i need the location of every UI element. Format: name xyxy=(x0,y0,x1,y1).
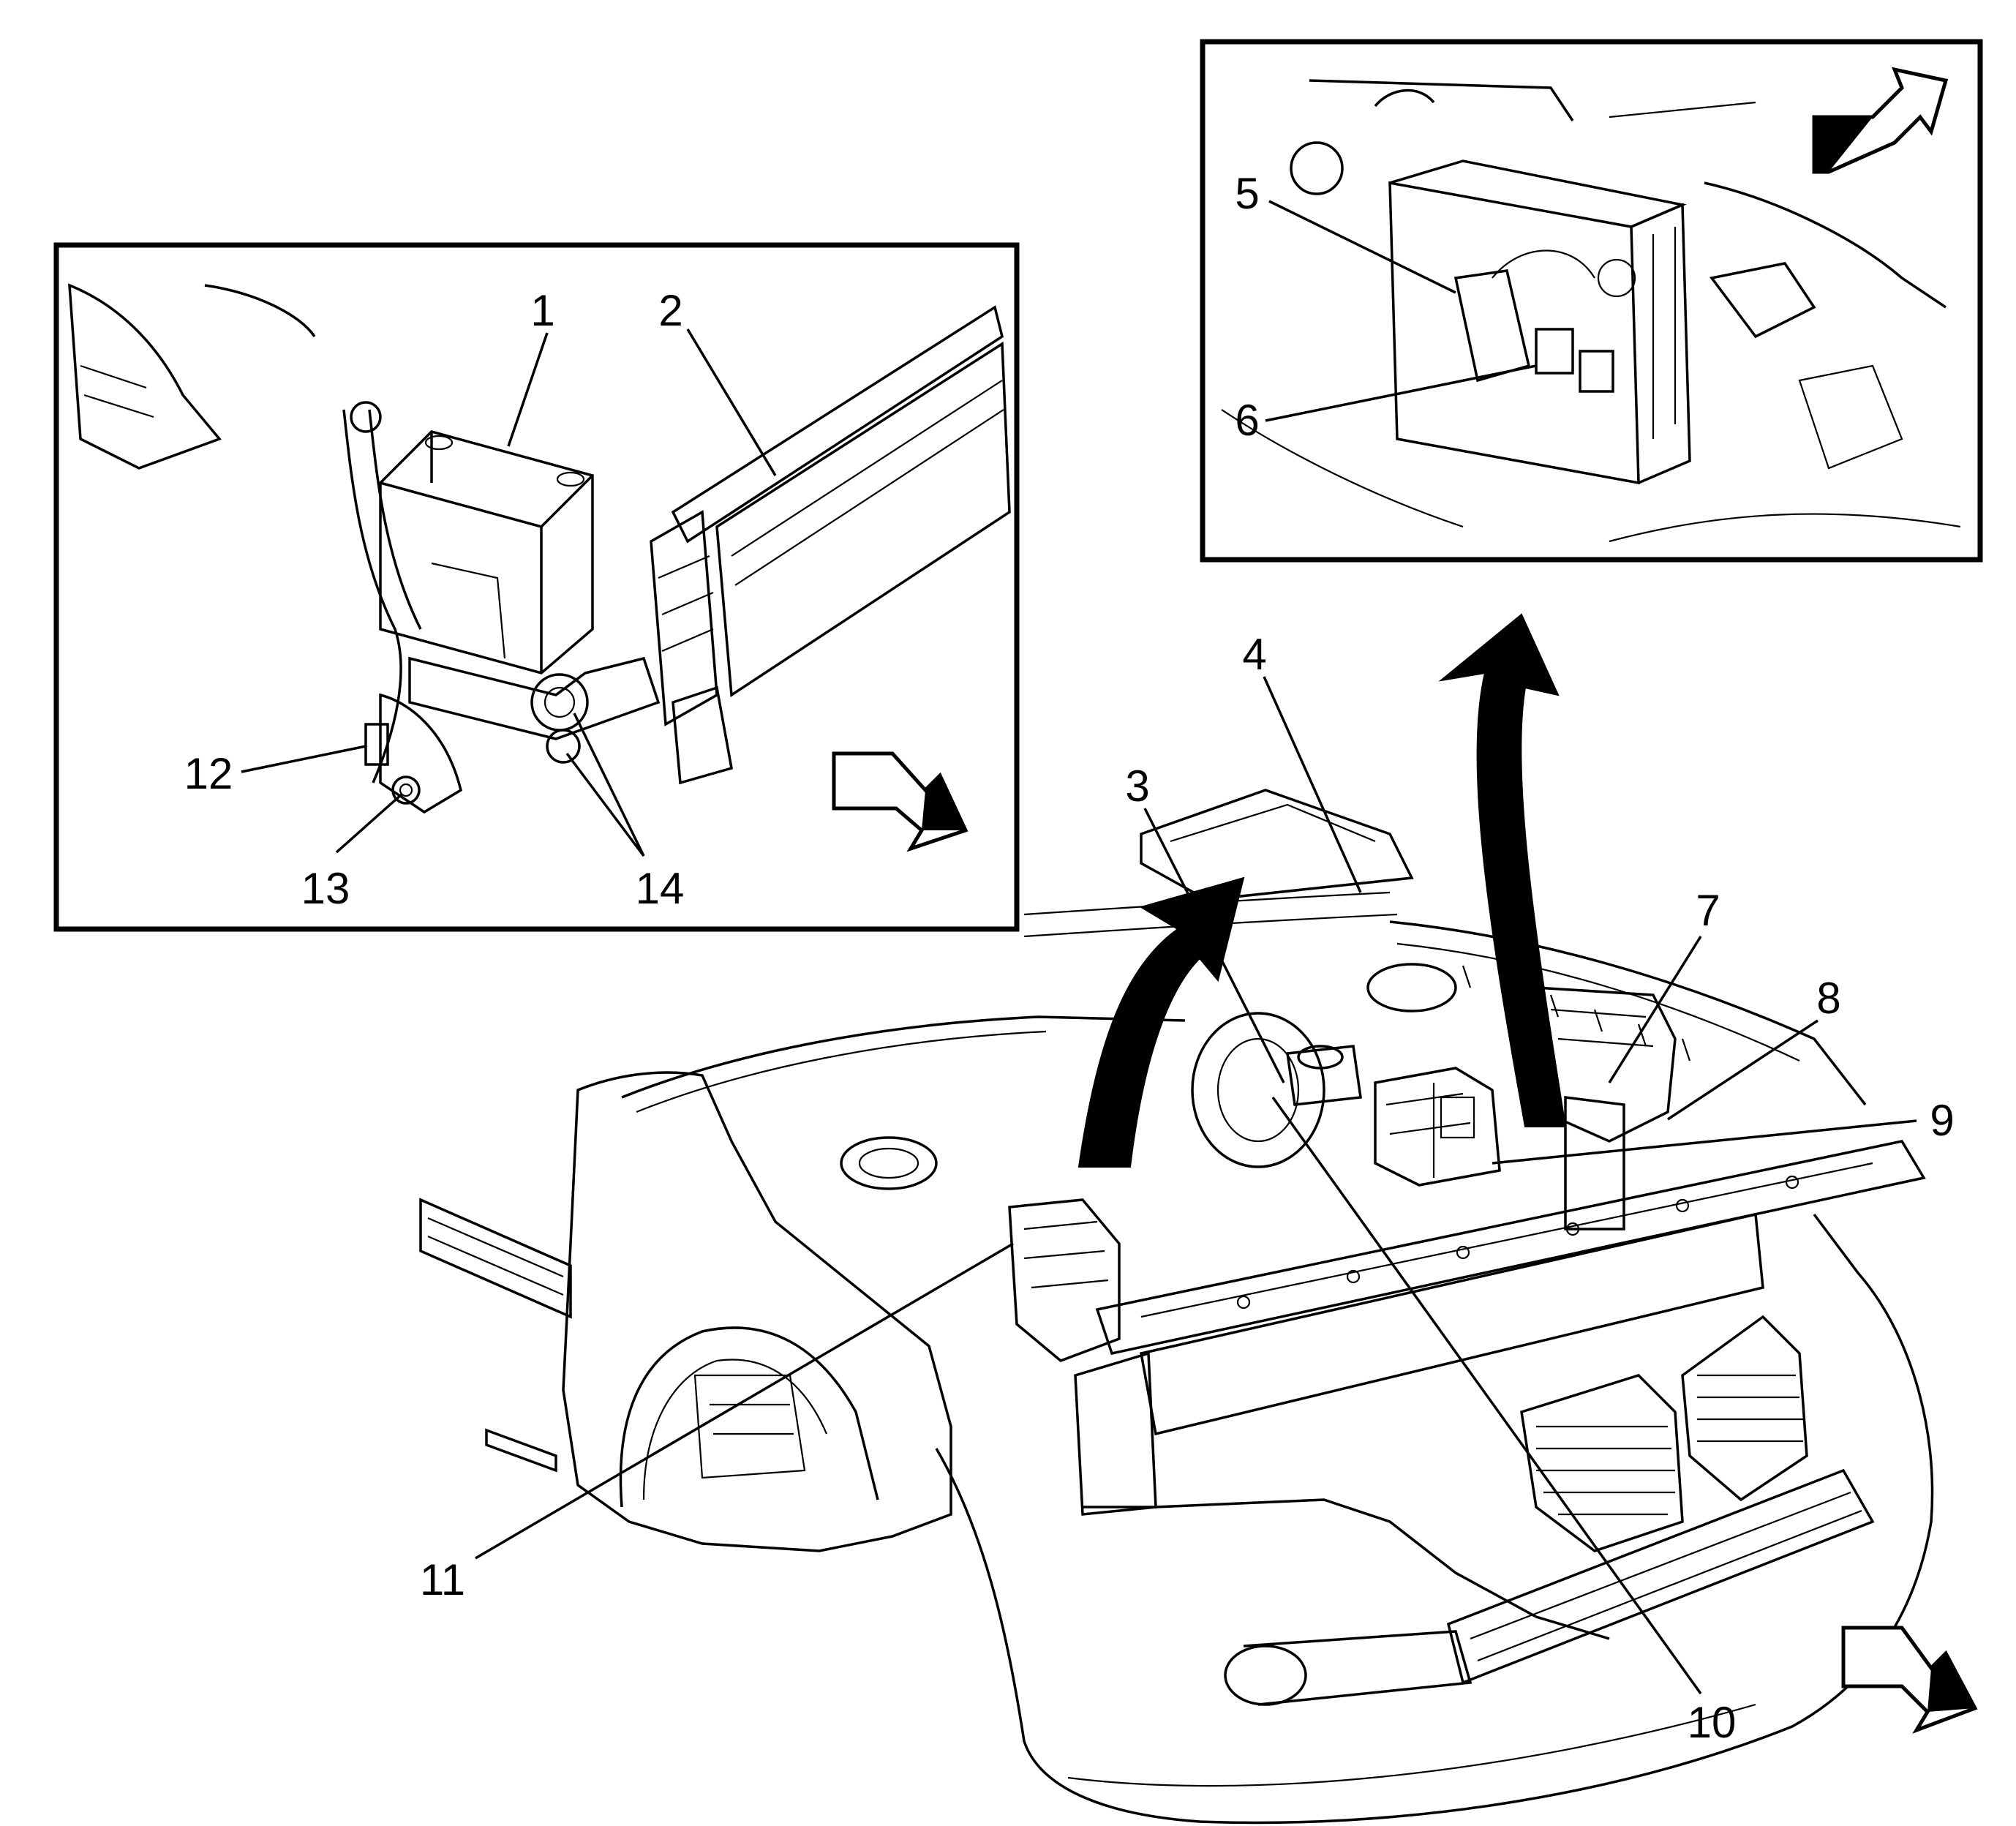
callout-12: 12 xyxy=(184,749,233,798)
callout-5: 5 xyxy=(1235,169,1259,218)
lift-arrow-right xyxy=(1438,613,1567,1127)
callout-4: 4 xyxy=(1242,630,1266,679)
callout-8: 8 xyxy=(1816,974,1840,1023)
callout-10: 10 xyxy=(1688,1698,1737,1747)
front-direction-arrow xyxy=(1841,1626,1978,1734)
callout-1: 1 xyxy=(530,286,554,335)
leader-lines xyxy=(241,200,1917,1695)
callout-11: 11 xyxy=(420,1555,465,1604)
lift-arrow-left xyxy=(1077,876,1245,1168)
inset2-direction-arrow xyxy=(1812,67,1949,174)
callout-7: 7 xyxy=(1696,886,1720,935)
callout-3: 3 xyxy=(1125,762,1149,811)
callout-6: 6 xyxy=(1235,396,1259,445)
inset-direction-arrow xyxy=(832,751,968,852)
inset-battery xyxy=(53,242,1020,932)
callout-labels: 1 2 3 4 5 6 7 8 9 10 11 12 13 14 xyxy=(184,169,1955,1747)
inset-fuse-block xyxy=(1200,39,1983,563)
callout-14: 14 xyxy=(636,864,685,913)
callout-2: 2 xyxy=(658,286,682,335)
vehicle-front-end xyxy=(419,613,1978,1825)
callout-13: 13 xyxy=(301,864,350,913)
callout-9: 9 xyxy=(1930,1096,1954,1145)
